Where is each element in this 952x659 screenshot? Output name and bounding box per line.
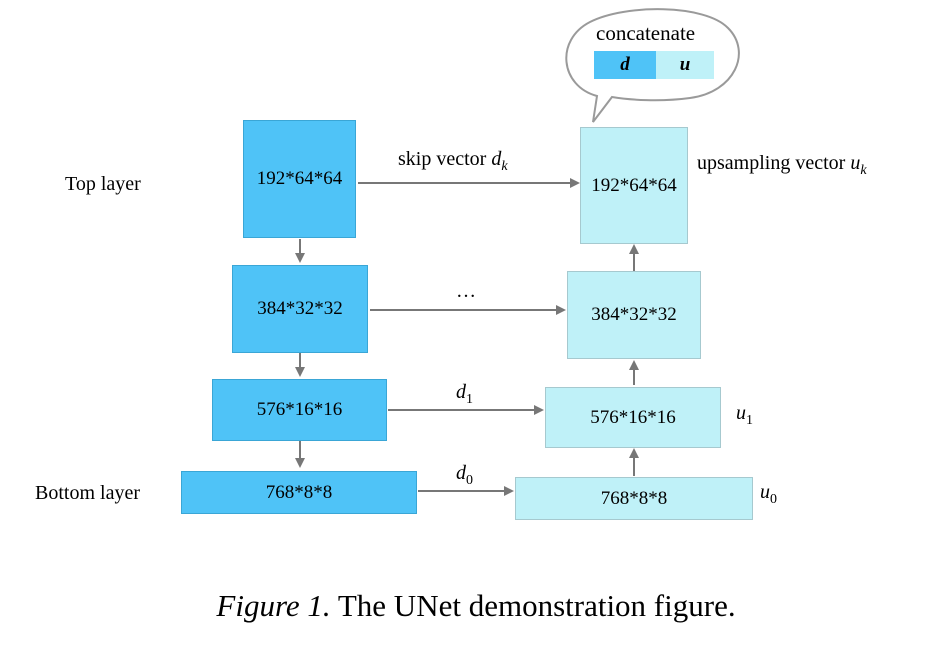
concatenate-label: concatenate [596, 21, 696, 45]
decoder-box-bottom: 768*8*8 [515, 477, 753, 520]
decoder-box-2: 384*32*32 [567, 271, 701, 359]
up-label-u0: u0 [760, 481, 777, 508]
legend-u-swatch: u [656, 51, 714, 79]
up-label-u1-var: u [736, 402, 746, 424]
up-label-top-sub: k [860, 163, 867, 178]
skip-label-top-var: d [491, 148, 502, 170]
legend-d-swatch: d [594, 51, 656, 79]
up-label-u1-sub: 1 [746, 413, 753, 428]
figure-number: Figure 1. [216, 588, 331, 623]
up-label-u1: u1 [736, 402, 753, 429]
up-label-u0-sub: 0 [770, 492, 777, 507]
encoder-box-bottom: 768*8*8 [181, 471, 417, 514]
skip-label-top-sub: k [501, 159, 508, 174]
skip-label-d1-sub: 1 [466, 392, 473, 407]
top-layer-label: Top layer [65, 173, 141, 195]
bottom-layer-label: Bottom layer [35, 482, 140, 504]
skip-label-d0-var: d [456, 462, 466, 484]
decoder-box-1: 576*16*16 [545, 387, 721, 448]
figure-caption: Figure 1. The UNet demonstration figure. [0, 588, 952, 624]
up-label-top-prefix: upsampling vector [697, 152, 846, 174]
skip-label-d1-var: d [456, 381, 466, 403]
skip-label-d0-sub: 0 [466, 473, 473, 488]
skip-label-d1: d1 [456, 381, 473, 408]
caption-text: The UNet demonstration figure. [337, 588, 736, 623]
skip-label-d0: d0 [456, 462, 473, 489]
up-label-top: upsampling vector uk [697, 152, 867, 179]
encoder-box-top: 192*64*64 [243, 120, 356, 238]
decoder-box-top: 192*64*64 [580, 127, 688, 244]
up-label-u0-var: u [760, 481, 770, 503]
skip-label-top: skip vector dk [398, 148, 508, 175]
up-label-top-var: u [850, 152, 861, 174]
skip-label-middle: … [456, 280, 476, 302]
encoder-box-2: 384*32*32 [232, 265, 368, 353]
encoder-box-1: 576*16*16 [212, 379, 387, 441]
skip-label-top-prefix: skip vector [398, 148, 487, 170]
